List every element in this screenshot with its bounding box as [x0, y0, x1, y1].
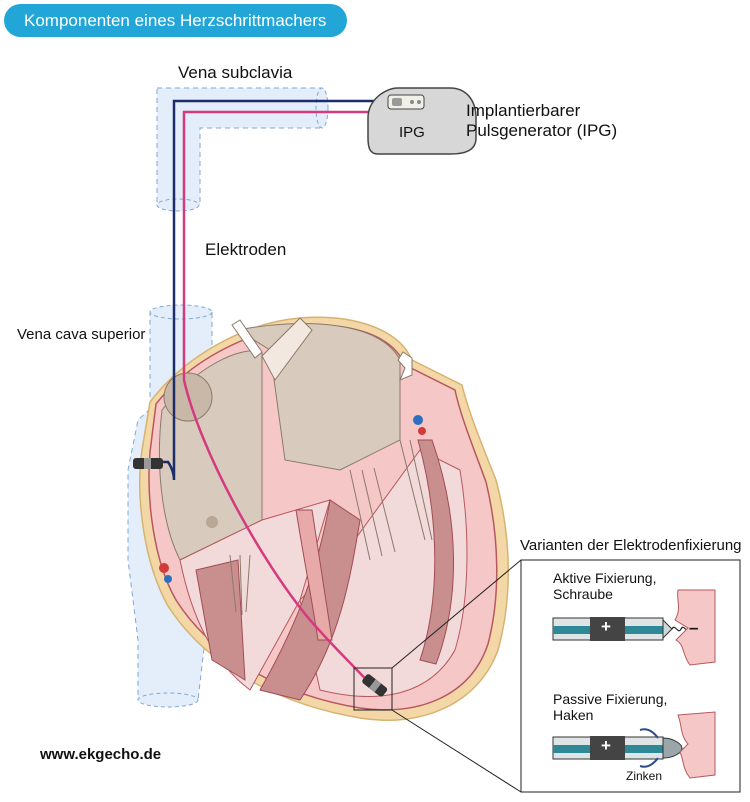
varianten-label: Varianten der Elektrodenfixierung: [520, 537, 742, 554]
passive-label-line2: Haken: [553, 707, 594, 723]
ipg-device[interactable]: [367, 87, 477, 155]
active-plus-sign: +: [601, 617, 611, 636]
vena-cava-label: Vena cava superior: [17, 326, 146, 343]
aktive-label-line2: Schraube: [553, 586, 613, 602]
elektroden-label: Elektroden: [205, 240, 287, 259]
ventricular-electrode-tip: [362, 674, 388, 697]
passive-label-line1: Passive Fixierung,: [553, 691, 668, 707]
passive-fixation-electrode: [552, 711, 716, 779]
title-banner: Komponenten eines Herzschrittmachers: [4, 4, 347, 37]
atrial-electrode-tip: [133, 458, 163, 469]
vena-subclavia: [156, 87, 329, 212]
active-fixation-electrode: [552, 589, 716, 666]
heart: [139, 316, 509, 722]
callout-connector: [353, 559, 522, 793]
vena-subclavia-label: Vena subclavia: [178, 63, 293, 82]
ipg-label-line1: Implantierbarer: [466, 101, 581, 120]
title-text: Komponenten eines Herzschrittmachers: [24, 11, 327, 30]
website-label[interactable]: www.ekgecho.de: [40, 746, 162, 763]
passive-plus-sign: +: [601, 736, 611, 755]
aktive-label-line1: Aktive Fixierung,: [553, 570, 657, 586]
active-minus-sign: –: [689, 618, 699, 637]
lead-pink: [182, 110, 388, 687]
ipg-label-line2: Pulsgenerator (IPG): [466, 121, 618, 140]
ipg-device-label: IPG: [399, 124, 425, 141]
zinken-label: Zinken: [626, 769, 663, 783]
lead-blue: [152, 99, 385, 481]
